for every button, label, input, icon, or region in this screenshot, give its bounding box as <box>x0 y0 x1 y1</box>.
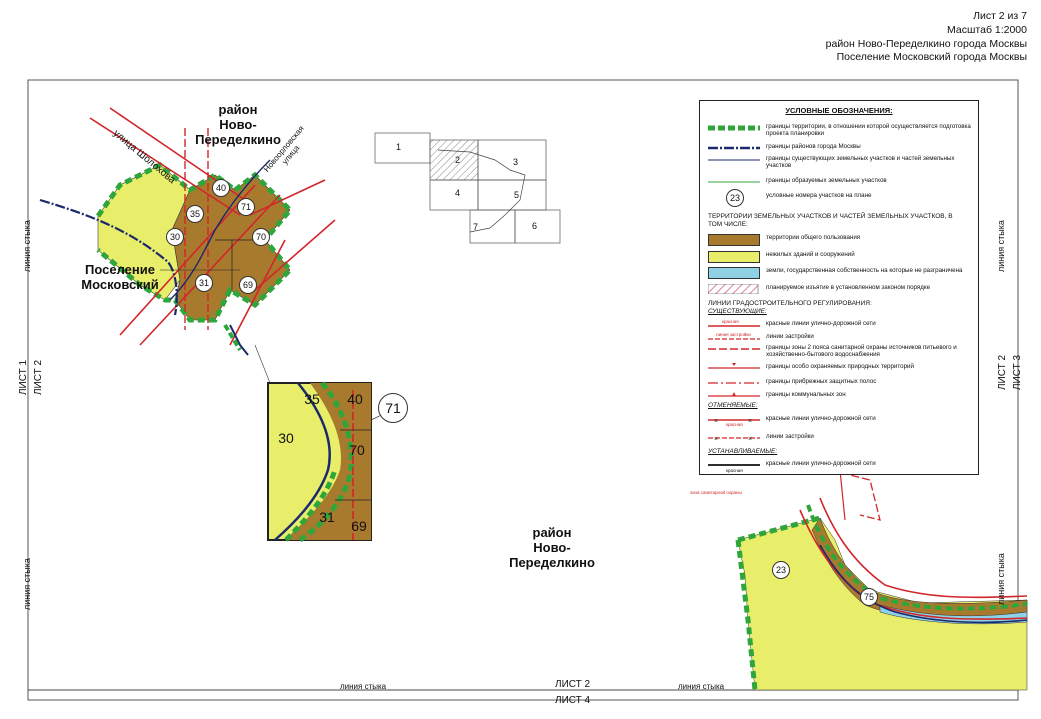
lower-territory <box>735 469 1028 691</box>
parcel-71: 71 <box>237 198 255 216</box>
key-sheet-5: 5 <box>514 190 520 200</box>
joint-line-label-right-bottom: линия стыка <box>996 553 1006 605</box>
key-sheet-2: 2 <box>455 155 461 165</box>
sheet-number: Лист 2 из 7 <box>973 10 1027 22</box>
inset-parcel-70: 70 <box>349 442 365 458</box>
inset-parcel-35: 35 <box>304 391 320 407</box>
sanitary-zone-label: зона санитарной охраны <box>690 490 742 495</box>
svg-text:×: × <box>748 436 752 443</box>
parcel-35: 35 <box>186 205 204 223</box>
sheet-2-bottom-label: ЛИСТ 2 <box>555 679 591 690</box>
settlement-label: Поселение Московский <box>81 262 159 292</box>
parcel-30: 30 <box>166 228 184 246</box>
inset-parcel-69: 69 <box>351 518 367 534</box>
key-map <box>374 132 561 244</box>
district-label-center: район Ново-Переделкино <box>509 525 595 570</box>
sheet-1-label: ЛИСТ 1 <box>18 359 29 395</box>
legend-territories-head: ТЕРРИТОРИИ ЗЕМЕЛЬНЫХ УЧАСТКОВ И ЧАСТЕЙ З… <box>708 213 953 228</box>
joint-line-label-left-top: линия стыка <box>22 220 32 272</box>
legend-existing-head: СУЩЕСТВУЮЩИЕ: <box>708 308 767 315</box>
sheet-3-label: ЛИСТ 3 <box>1012 354 1023 390</box>
parcel-69: 69 <box>239 276 257 294</box>
svg-text:×: × <box>714 436 718 443</box>
settlement-title: Поселение Московский города Москвы <box>836 51 1027 63</box>
district-label-top: район Ново-Переделкино <box>195 102 281 147</box>
sheet-4-label: ЛИСТ 4 <box>555 695 591 706</box>
legend-established-head: УСТАНАВЛИВАЕМЫЕ: <box>708 448 778 455</box>
legend-panel: УСЛОВНЫЕ ОБОЗНАЧЕНИЯ: границы территории… <box>699 100 979 475</box>
inset-parcel-30: 30 <box>278 430 294 446</box>
inset-parcel-31: 31 <box>319 509 335 525</box>
key-sheet-3: 3 <box>513 157 519 167</box>
parcel-40: 40 <box>212 179 230 197</box>
sheet-frame <box>27 79 1019 701</box>
joint-line-label-left-bottom: линия стыка <box>22 558 32 610</box>
inset-parcel-71: 71 <box>378 393 408 423</box>
sheet-2-right-label: ЛИСТ 2 <box>997 354 1008 390</box>
joint-line-label-bottom-right: линия стыка <box>678 682 725 691</box>
legend-title: УСЛОВНЫЕ ОБОЗНАЧЕНИЯ: <box>785 106 893 115</box>
parcel-75: 75 <box>860 588 878 606</box>
joint-line-label-bottom-left: линия стыка <box>340 682 387 691</box>
legend-cancelled-head: ОТМЕНЯЕМЫЕ: <box>708 402 758 409</box>
legend-lines-head: ЛИНИИ ГРАДОСТРОИТЕЛЬНОГО РЕГУЛИРОВАНИЯ: <box>708 300 872 307</box>
svg-text:×: × <box>748 418 752 425</box>
inset-parcel-40: 40 <box>347 391 363 407</box>
parcel-31: 31 <box>195 274 213 292</box>
key-sheet-1: 1 <box>396 142 402 152</box>
joint-line-label-right-top: линия стыка <box>996 220 1006 272</box>
key-sheet-7: 7 <box>473 222 479 232</box>
key-sheet-4: 4 <box>455 188 461 198</box>
scale-label: Масштаб 1:2000 <box>947 24 1027 36</box>
district-title: район Ново-Переделкино города Москвы <box>825 38 1027 50</box>
key-sheet-6: 6 <box>532 221 538 231</box>
inset-map <box>267 381 393 543</box>
parcel-23: 23 <box>772 561 790 579</box>
svg-text:×: × <box>714 418 718 425</box>
sheet-2-left-label: ЛИСТ 2 <box>33 359 44 395</box>
parcel-70: 70 <box>252 228 270 246</box>
